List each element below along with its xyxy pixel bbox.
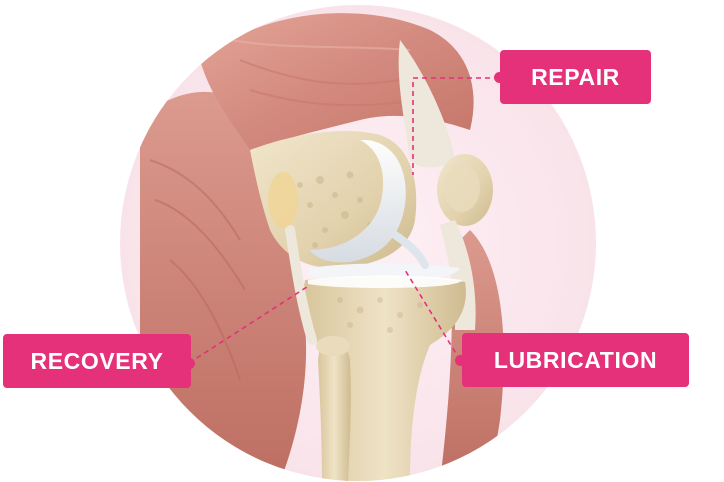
connector-repair bbox=[412, 77, 499, 175]
lubrication-label: LUBRICATION bbox=[462, 333, 689, 387]
recovery-label: RECOVERY bbox=[3, 334, 191, 388]
lubrication-marker-dot bbox=[455, 355, 466, 366]
repair-label: REPAIR bbox=[500, 50, 651, 104]
connector-recovery bbox=[188, 284, 311, 364]
connector-lines bbox=[188, 77, 499, 364]
repair-marker-dot bbox=[494, 72, 505, 83]
